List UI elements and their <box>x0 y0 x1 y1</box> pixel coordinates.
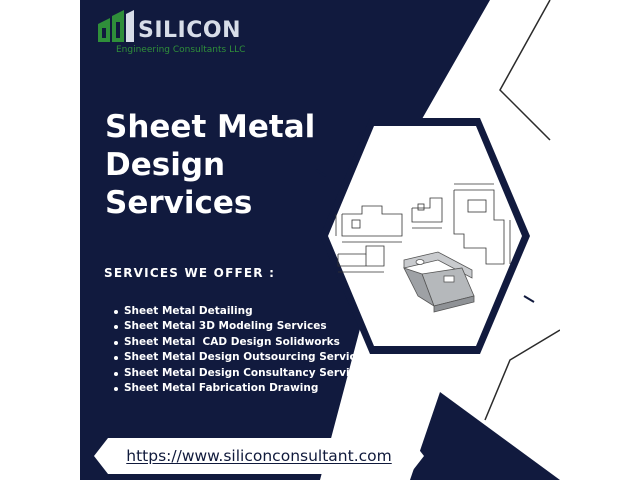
hex-tick-right <box>523 295 535 303</box>
brand-name: SILICON <box>138 18 241 43</box>
title-line-2: Design <box>105 147 226 183</box>
website-link-bar[interactable]: https://www.siliconconsultant.com <box>94 438 424 474</box>
url-bar-shape <box>94 438 424 474</box>
list-item: Sheet Metal Detailing <box>112 304 369 319</box>
brand-logo: SILICON Engineering Consultants LLC <box>96 8 246 56</box>
title-line-3: Services <box>105 185 253 221</box>
brand-tagline: Engineering Consultants LLC <box>116 45 246 55</box>
poster: SILICON Engineering Consultants LLC Shee… <box>80 0 560 480</box>
services-list: Sheet Metal Detailing Sheet Metal 3D Mod… <box>112 304 369 396</box>
services-heading: SERVICES WE OFFER : <box>104 266 276 280</box>
page-title: Sheet Metal Design Services <box>105 108 335 222</box>
list-item: Sheet Metal 3D Modeling Services <box>112 319 369 334</box>
navy-bottom-wedge <box>410 392 560 480</box>
list-item: Sheet Metal Design Consultancy Services <box>112 366 369 381</box>
background-shapes <box>80 0 560 480</box>
outline-stroke-bottom <box>484 329 560 421</box>
outline-stroke-top <box>499 0 551 141</box>
hex-tick-left <box>315 169 327 177</box>
list-item: Sheet Metal Design Outsourcing Services <box>112 350 369 365</box>
title-line-1: Sheet Metal <box>105 109 316 145</box>
list-item: Sheet Metal CAD Design Solidworks <box>112 335 369 350</box>
sheet-metal-cad-drawing-image <box>335 183 511 313</box>
website-link[interactable]: https://www.siliconconsultant.com <box>126 447 392 465</box>
list-item: Sheet Metal Fabrication Drawing <box>112 381 369 396</box>
hexagon-inner <box>328 126 522 346</box>
silicon-building-logo-icon <box>98 10 134 42</box>
